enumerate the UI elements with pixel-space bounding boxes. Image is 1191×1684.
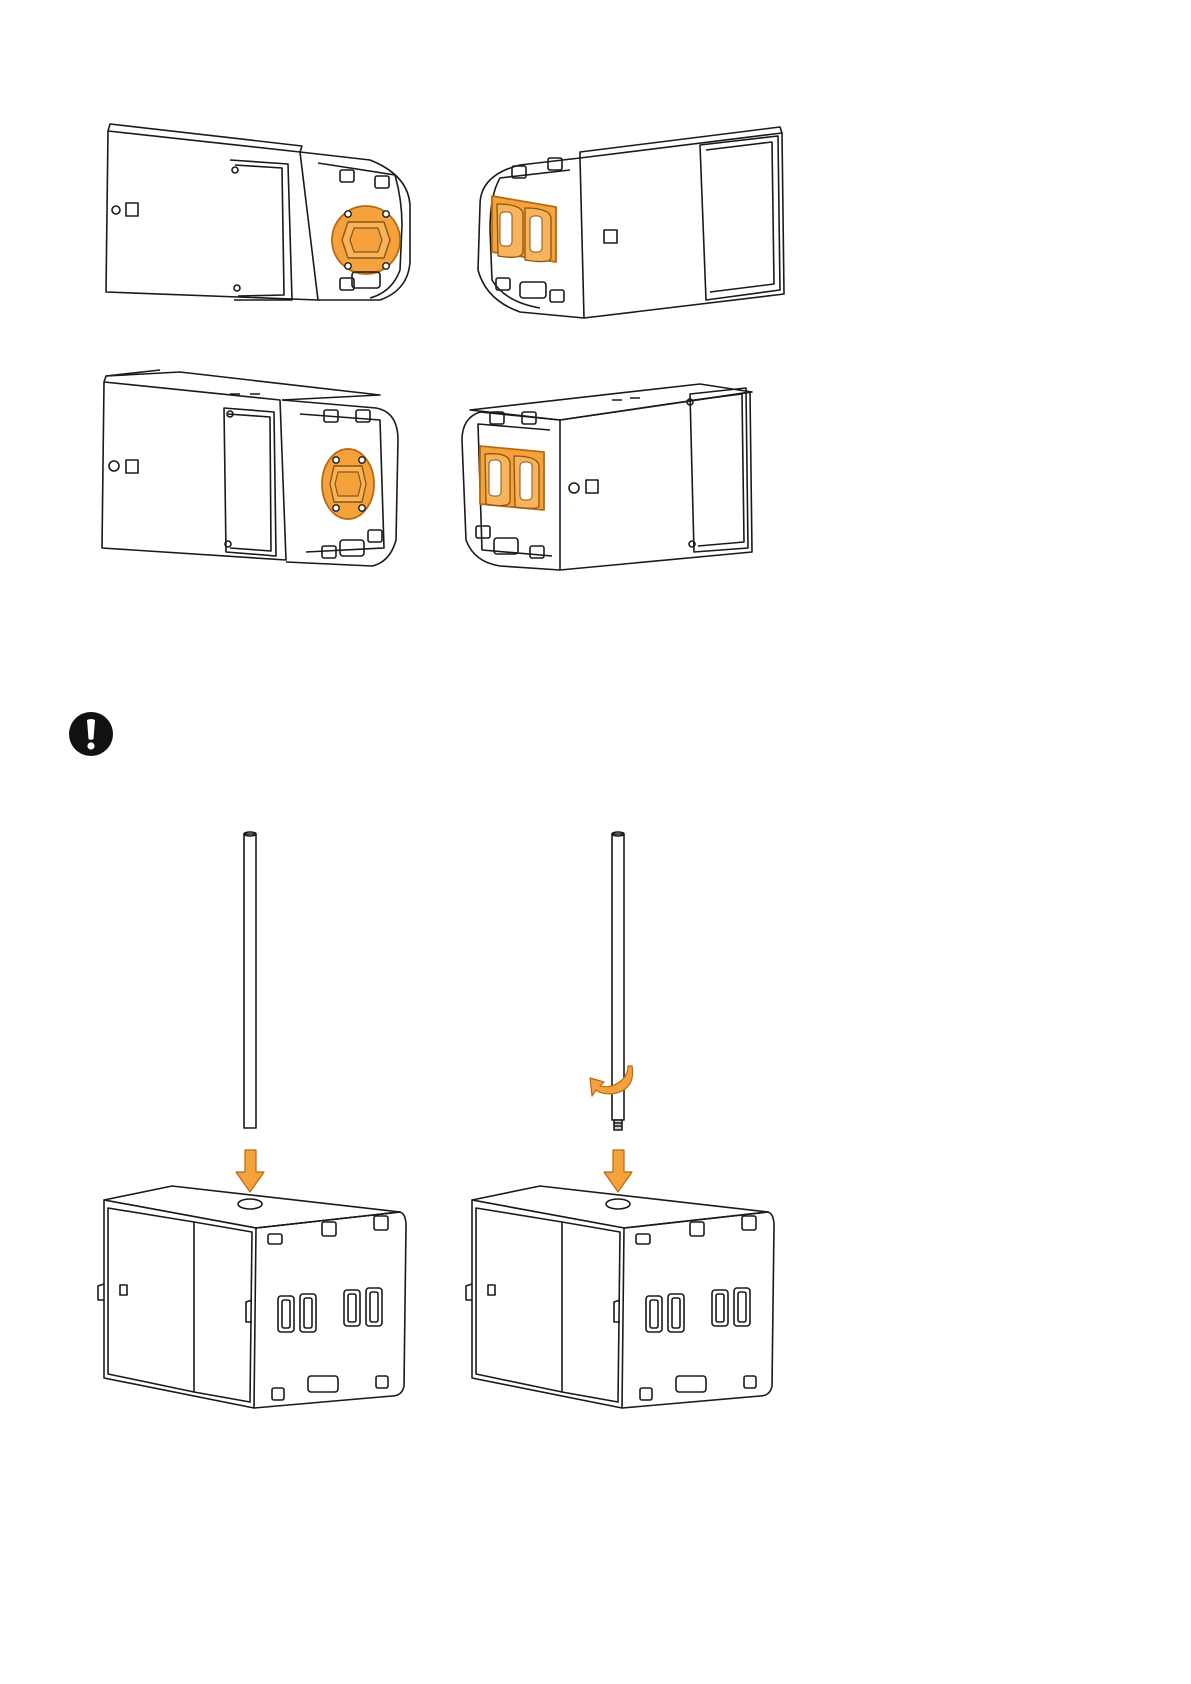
cabinet-bottom-right (462, 384, 752, 570)
cabinet-top-left (106, 124, 410, 300)
cabinet-top-right (478, 127, 784, 318)
cabinet-bottom-left (102, 370, 398, 566)
subwoofer-pole-screw (466, 832, 774, 1408)
subwoofer-pole-insert (98, 832, 406, 1408)
exclamation-warning-icon (68, 711, 114, 757)
